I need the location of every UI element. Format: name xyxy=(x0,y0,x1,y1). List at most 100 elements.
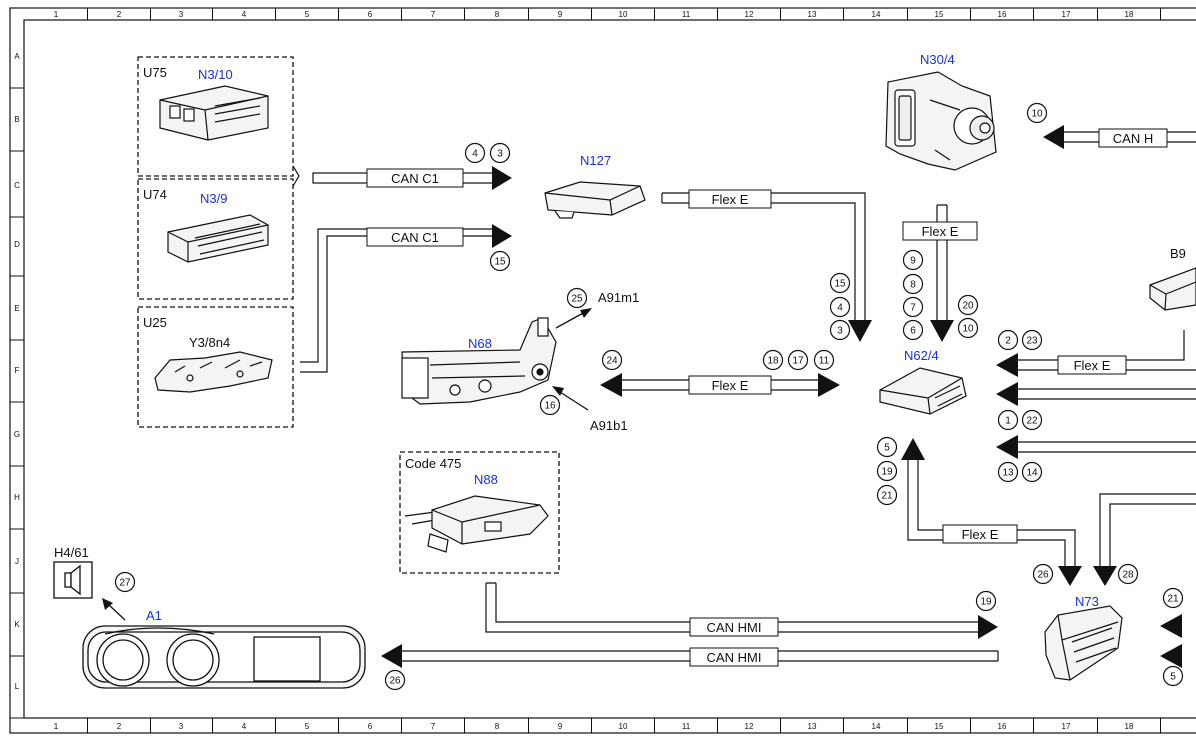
ecu-n3-10-icon[interactable] xyxy=(159,85,269,141)
ecu-n3-9-icon[interactable] xyxy=(167,214,269,263)
column-label-top: 1 xyxy=(54,10,59,19)
can-c1-bus-upper[interactable] xyxy=(312,166,512,190)
column-label-bottom: 16 xyxy=(998,722,1007,731)
flex-e-bus-b9[interactable] xyxy=(996,330,1196,377)
connector-number: 5 xyxy=(884,443,890,454)
component-label-a1[interactable]: A1 xyxy=(146,608,162,623)
component-label-h4-61[interactable]: H4/61 xyxy=(54,545,89,560)
component-label-n30-4[interactable]: N30/4 xyxy=(920,52,955,67)
can-hmi-bus-upper[interactable] xyxy=(485,582,998,639)
optional-equipment-box xyxy=(399,451,560,574)
marker-circle xyxy=(829,319,851,341)
flex-e-bus-n73[interactable] xyxy=(901,438,1082,586)
column-label-bottom: 7 xyxy=(431,722,436,731)
row-label: J xyxy=(15,557,19,566)
marker-circle xyxy=(997,409,1019,431)
marker-circle xyxy=(384,669,406,691)
bus-label-flex-e: Flex E xyxy=(712,378,749,393)
sensor-b9-icon[interactable] xyxy=(1149,267,1196,311)
group-brace xyxy=(292,165,300,187)
marker-circle xyxy=(601,349,623,371)
component-label-n88[interactable]: N88 xyxy=(474,472,498,487)
group-label-u75: U75 xyxy=(143,65,167,80)
column-label-top: 16 xyxy=(998,10,1007,19)
module-n127-icon[interactable] xyxy=(544,181,646,219)
transmission-controller-icon[interactable] xyxy=(154,351,273,393)
column-label-bottom: 11 xyxy=(682,722,691,731)
component-label-n3-10[interactable]: N3/10 xyxy=(198,67,233,82)
can-h-bus[interactable] xyxy=(1043,125,1196,149)
bus-label-flex-e: Flex E xyxy=(962,527,999,542)
row-label: K xyxy=(14,620,20,629)
instrument-cluster-a1-icon[interactable] xyxy=(82,625,366,689)
connector-number: 28 xyxy=(1122,570,1134,581)
connector-number: 26 xyxy=(1037,570,1049,581)
connector-number: 3 xyxy=(837,326,843,337)
column-label-bottom: 12 xyxy=(745,722,754,731)
marker-circle xyxy=(489,250,511,272)
bus-line[interactable] xyxy=(1093,493,1196,586)
component-label-a91m1[interactable]: A91m1 xyxy=(598,290,639,305)
bus-label-flex-e: Flex E xyxy=(712,192,749,207)
column-label-bottom: 3 xyxy=(179,722,184,731)
component-label-y3-8n4[interactable]: Y3/8n4 xyxy=(189,335,230,350)
marker-circle xyxy=(1026,102,1048,124)
marker-circle xyxy=(1021,461,1043,483)
abs-unit-n30-4-icon[interactable] xyxy=(885,71,997,171)
module-n88-icon[interactable] xyxy=(404,495,549,553)
connector-number: 10 xyxy=(962,324,974,335)
column-label-bottom: 5 xyxy=(305,722,310,731)
group-label-u74: U74 xyxy=(143,187,167,202)
marker-circle xyxy=(539,394,561,416)
connector-number: 25 xyxy=(571,294,583,305)
bus-line[interactable] xyxy=(996,382,1196,459)
connector-number: 21 xyxy=(1167,594,1179,605)
ignition-switch-n73-icon[interactable] xyxy=(1044,605,1123,681)
bus-label-can-hmi: CAN HMI xyxy=(707,650,762,665)
flex-e-bus-n68[interactable] xyxy=(600,373,840,397)
marker-circle xyxy=(902,273,924,295)
component-label-n68[interactable]: N68 xyxy=(468,336,492,351)
control-unit-group xyxy=(137,56,294,428)
row-label: A xyxy=(14,52,20,61)
marker-circle xyxy=(566,287,588,309)
border-frame xyxy=(9,7,1196,734)
marker-circle xyxy=(1117,563,1139,585)
marker-circle xyxy=(762,349,784,371)
speaker-icon[interactable] xyxy=(53,561,93,599)
module-n62-4-icon[interactable] xyxy=(879,367,967,415)
component-label-n73[interactable]: N73 xyxy=(1075,594,1099,609)
steering-column-n68-icon[interactable] xyxy=(401,317,557,405)
can-c1-bus-lower[interactable] xyxy=(300,224,512,373)
component-label-n127[interactable]: N127 xyxy=(580,153,611,168)
connector-number: 26 xyxy=(389,676,401,687)
component-label-n62-4[interactable]: N62/4 xyxy=(904,348,939,363)
component-label-a91b1[interactable]: A91b1 xyxy=(590,418,628,433)
connector-number: 7 xyxy=(910,303,916,314)
connector-number: 27 xyxy=(119,578,131,589)
connector-number: 15 xyxy=(494,257,506,268)
connector-number: 15 xyxy=(834,279,846,290)
flex-e-bus-n30-4[interactable] xyxy=(902,204,978,342)
column-label-top: 3 xyxy=(179,10,184,19)
component-label-b9[interactable]: B9 xyxy=(1170,246,1186,261)
column-label-top: 14 xyxy=(872,10,881,19)
column-label-top: 12 xyxy=(745,10,754,19)
marker-circle xyxy=(813,349,835,371)
connector-number: 19 xyxy=(980,597,992,608)
can-hmi-bus-lower[interactable] xyxy=(381,644,999,668)
marker-circle xyxy=(876,460,898,482)
bus-arrow xyxy=(1160,614,1182,668)
pointer-arrow xyxy=(552,308,592,411)
connector-number: 20 xyxy=(962,301,974,312)
component-label-n3-9[interactable]: N3/9 xyxy=(200,191,227,206)
column-label-bottom: 2 xyxy=(117,722,122,731)
column-label-top: 15 xyxy=(935,10,944,19)
column-label-top: 9 xyxy=(558,10,563,19)
connector-number: 17 xyxy=(792,356,804,367)
column-label-bottom: 1 xyxy=(54,722,59,731)
flex-e-bus-n127[interactable] xyxy=(661,189,872,342)
column-label-bottom: 13 xyxy=(808,722,817,731)
row-label: B xyxy=(14,115,19,124)
